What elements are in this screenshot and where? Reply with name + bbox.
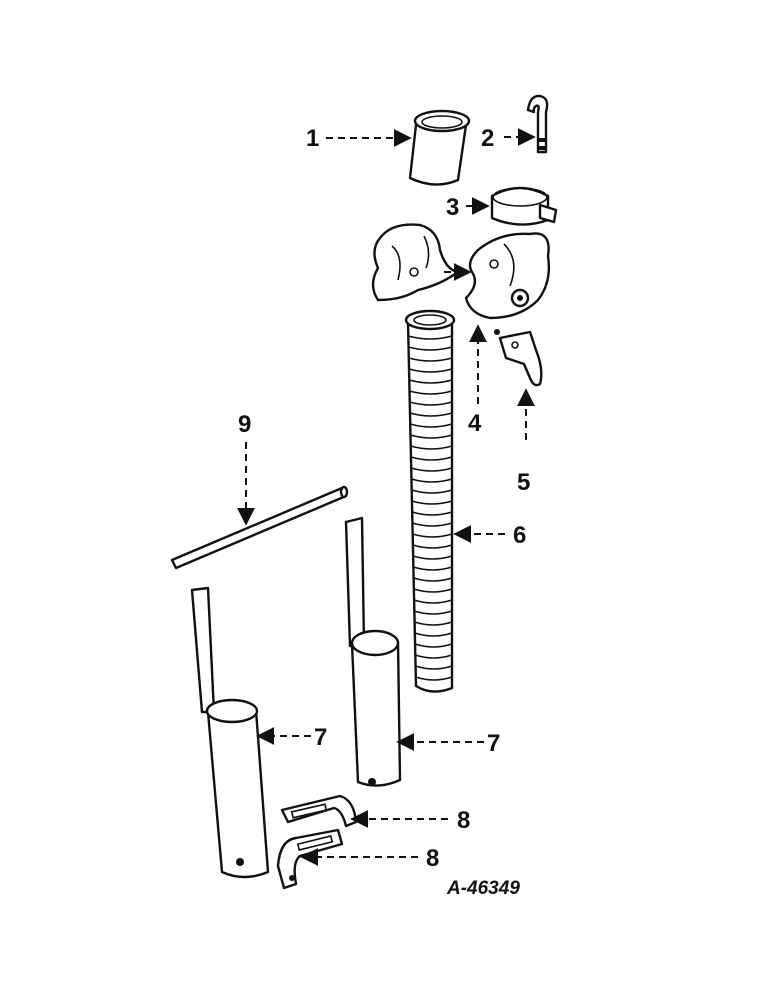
corrugation-ring: [410, 467, 453, 472]
corrugation-ring: [409, 379, 453, 384]
callout-4: 4: [468, 410, 482, 437]
callout-8-lower: 8: [426, 845, 439, 872]
callout-8-upper: 8: [457, 807, 470, 834]
corrugation-ring: [413, 599, 453, 604]
part-5-latch: [494, 329, 543, 387]
corrugation-ring: [410, 456, 453, 461]
callout-7-left: 7: [314, 724, 327, 751]
corrugation-ring: [410, 423, 453, 428]
callout-7-right: 7: [487, 730, 500, 757]
callout-9: 9: [238, 411, 251, 438]
corrugation-ring: [408, 357, 453, 362]
corrugation-ring: [414, 621, 453, 626]
part-4-housing-left: [371, 223, 460, 302]
part-7-tube-right: [344, 516, 402, 787]
leader-lines: [237, 128, 536, 866]
corrugation-ring: [414, 632, 453, 637]
corrugation-ring: [408, 346, 453, 351]
part-8-bracket-lower: [276, 828, 344, 890]
part-4-housing-right: [464, 232, 551, 320]
corrugation-ring: [410, 434, 453, 439]
spout-corrugations: [408, 335, 453, 681]
corrugation-ring: [412, 555, 453, 560]
part-7-tube-left: [190, 586, 270, 879]
corrugation-ring: [412, 533, 453, 538]
corrugation-ring: [413, 577, 453, 582]
corrugation-ring: [408, 335, 453, 340]
drawing-number: A-46349: [446, 878, 520, 899]
part-8-bracket-upper: [280, 794, 358, 828]
callout-1: 1: [306, 125, 319, 152]
corrugation-ring: [411, 500, 453, 505]
corrugation-ring: [410, 445, 453, 450]
callout-6: 6: [513, 522, 526, 549]
corrugation-ring: [413, 566, 453, 571]
corrugation-ring: [411, 489, 453, 494]
callout-2: 2: [481, 125, 494, 152]
corrugation-ring: [411, 511, 453, 516]
corrugation-ring: [415, 676, 453, 681]
corrugation-ring: [415, 665, 453, 670]
part-2-hook-pin: [526, 94, 549, 154]
callout-3: 3: [446, 194, 459, 221]
corrugation-ring: [414, 643, 453, 648]
corrugation-ring: [413, 588, 453, 593]
callout-labels: 1 2 3 4 5 6 7 7 8 8 9: [238, 125, 530, 872]
corrugation-ring: [412, 544, 453, 549]
corrugation-ring: [414, 610, 453, 615]
corrugation-ring: [411, 478, 453, 483]
corrugation-ring: [409, 390, 453, 395]
corrugation-ring: [409, 412, 453, 417]
corrugation-ring: [408, 368, 453, 373]
callout-5: 5: [517, 469, 530, 496]
corrugation-ring: [409, 401, 453, 406]
part-1-sleeve: [408, 109, 471, 186]
corrugation-ring: [415, 654, 453, 659]
part-3-clamp: [490, 186, 558, 226]
part-6-flexible-spout: [404, 309, 456, 693]
corrugation-ring: [412, 522, 453, 527]
part-9-rod: [170, 485, 349, 570]
